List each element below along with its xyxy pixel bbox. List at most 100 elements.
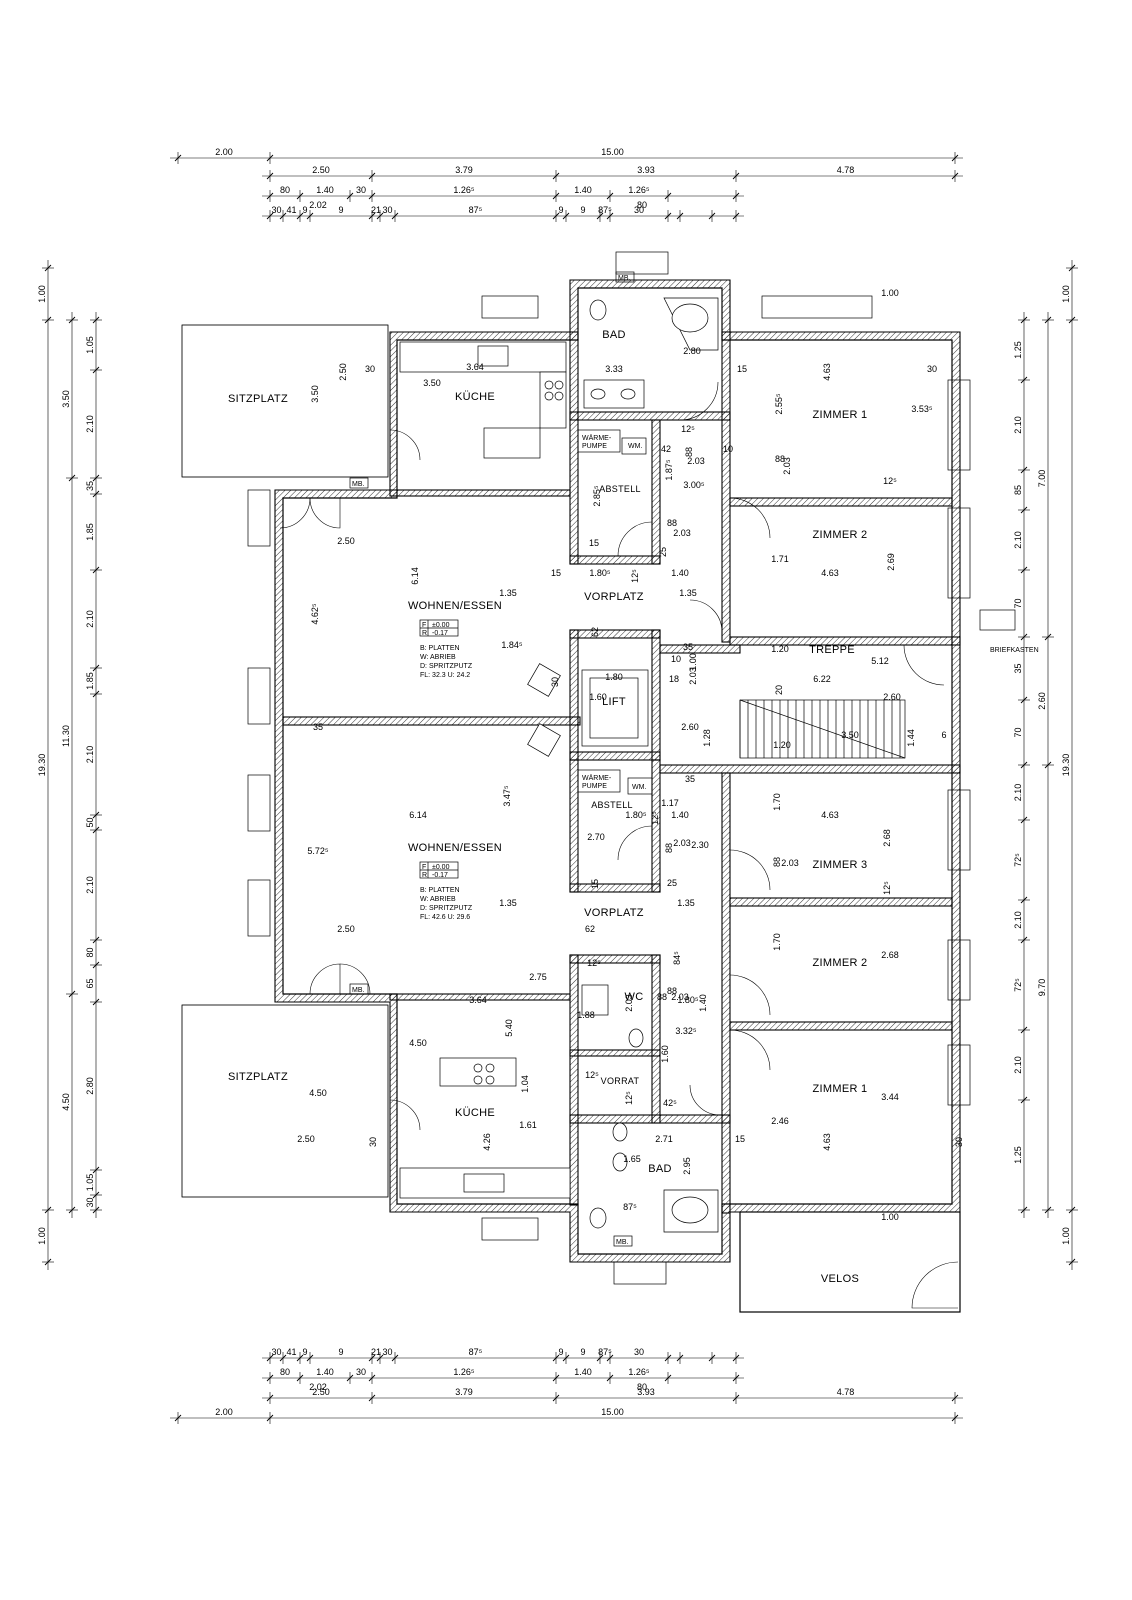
interior-dim: 1.40 — [671, 568, 689, 578]
interior-dim: 2.50 — [337, 536, 355, 546]
interior-dim: 2.50 — [297, 1134, 315, 1144]
top-dim-row3: 1.40 — [316, 185, 334, 195]
interior-dim: 1.88 — [577, 1010, 595, 1020]
interior-dim: 2.55⁵ — [774, 393, 784, 415]
interior-dim: 6.22 — [813, 674, 831, 684]
right-dim-inner: 85 — [1013, 485, 1023, 495]
interior-dim: 4.50 — [409, 1038, 427, 1048]
bottom-dim-row3: 30 — [356, 1367, 366, 1377]
interior-dim: 12⁵ — [650, 811, 660, 825]
interior-dim: 12⁵ — [630, 569, 640, 583]
left-dim-outer: 19.30 — [37, 754, 47, 777]
room-label-vorrat: VORRAT — [601, 1076, 640, 1086]
bottom-dim-row1: 2.00 — [215, 1407, 233, 1417]
interior-dim: 84⁵ — [672, 951, 682, 965]
interior-dim: 1.60 — [589, 692, 607, 702]
svg-text:-0.17: -0.17 — [432, 630, 448, 637]
interior-dim: 30 — [954, 1137, 964, 1147]
interior-dim: 2.46 — [771, 1116, 789, 1126]
interior-dim: 1.40 — [698, 994, 708, 1012]
interior-dim: 2.71 — [655, 1134, 673, 1144]
interior-dim: 4.63 — [821, 810, 839, 820]
interior-dim: 1.87⁵ — [664, 459, 674, 481]
interior-dim: 62 — [585, 924, 595, 934]
right-dim-inner: 72⁵ — [1013, 978, 1023, 992]
interior-dim: 4.50 — [309, 1088, 327, 1098]
bottom-dim-row4: 30 — [382, 1347, 392, 1357]
bottom-dim-row3: 1.26⁵ — [628, 1367, 650, 1377]
left-dim-inner: 2.80 — [85, 1077, 95, 1095]
interior-dim: 2.30 — [691, 840, 709, 850]
svg-text:W: ABRIEB: W: ABRIEB — [420, 654, 456, 661]
interior-dim: 1.80⁵ — [589, 568, 611, 578]
bottom-dim-row3: 1.40 — [316, 1367, 334, 1377]
room-label-vorplatz-bottom: VORPLATZ — [584, 907, 644, 919]
right-dim-inner: 2.10 — [1013, 1056, 1023, 1074]
interior-dim: 2.95 — [682, 1157, 692, 1175]
interior-dim: 5.40 — [504, 1019, 514, 1037]
right-dim-outer: 19.30 — [1061, 754, 1071, 777]
interior-dim: 88 — [667, 518, 677, 528]
right-dim-mid: 7.00 — [1037, 470, 1047, 488]
interior-dim: 2.69 — [886, 553, 896, 571]
left-dim-inner: 2.10 — [85, 746, 95, 764]
interior-dim: 88 — [772, 857, 782, 867]
top-dim-row3: 1.40 — [574, 185, 592, 195]
interior-dim: 62 — [590, 627, 600, 637]
left-dim-mid: 11.30 — [61, 725, 71, 747]
interior-dim: 88 — [664, 843, 674, 853]
interior-dim: 2.03 — [782, 457, 792, 475]
interior-dim: 1.35 — [677, 898, 695, 908]
interior-dim: 3.64 — [469, 995, 487, 1005]
svg-text:D: SPRITZPUTZ: D: SPRITZPUTZ — [420, 905, 473, 912]
top-dim-row3: 80 — [280, 185, 290, 195]
interior-dim: 2.60 — [883, 692, 901, 702]
right-dim-inner: 72⁵ — [1013, 853, 1023, 867]
stair — [739, 699, 906, 759]
interior-dim: 3.50 — [841, 730, 859, 740]
left-dim-inner: 30 — [85, 1197, 95, 1207]
interior-dim: 1.35 — [499, 588, 517, 598]
interior-dim: 4.63 — [822, 363, 832, 381]
right-dim-inner: 1.25 — [1013, 1146, 1023, 1164]
left-dim-inner: 1.85 — [85, 523, 95, 541]
interior-dim: 25 — [667, 878, 677, 888]
bottom-dim-row2: 3.79 — [455, 1387, 473, 1397]
svg-text:W: ABRIEB: W: ABRIEB — [420, 896, 456, 903]
interior-dim: 30 — [365, 364, 375, 374]
top-dim-row3: 1.26⁵ — [628, 185, 650, 195]
room-info-top: F ±0.00 R -0.17 B: PLATTEN W: ABRIEB D: … — [419, 619, 473, 679]
left-dim-inner: 65 — [85, 978, 95, 988]
svg-text:D: SPRITZPUTZ: D: SPRITZPUTZ — [420, 663, 473, 670]
interior-dim: 2.50 — [338, 363, 348, 381]
top-dim-row4: 87⁵ — [598, 205, 612, 215]
waermepumpe-top-line1: WÄRME- — [582, 434, 612, 442]
room-label-abstell-bottom: ABSTELL — [591, 800, 633, 810]
interior-dim: 6.14 — [409, 810, 427, 820]
interior-dim: 5.72⁵ — [307, 846, 329, 856]
interior-dim: 2.50 — [337, 924, 355, 934]
right-dim-mid: 2.60 — [1037, 692, 1047, 710]
interior-dim: 10 — [723, 444, 733, 454]
interior-dim: 2.03 — [688, 667, 698, 685]
top-dim-row3: 30 — [356, 185, 366, 195]
interior-dim: 12⁵ — [587, 958, 601, 968]
svg-text:F: F — [422, 622, 426, 629]
left-dim-outer: 1.00 — [37, 285, 47, 303]
wm-top: WM. — [628, 443, 642, 450]
interior-dim: 88 — [657, 992, 667, 1002]
interior-dim: 12⁵ — [585, 1070, 599, 1080]
interior-dim: 12⁵ — [681, 424, 695, 434]
interior-dim: 1.80⁵ — [677, 995, 699, 1005]
interior-dim: 2.03 — [624, 994, 634, 1012]
room-label-kueche-bottom: KÜCHE — [455, 1107, 495, 1119]
interior-dim: 1.35 — [499, 898, 517, 908]
top-dim-row1: 15.00 — [601, 147, 624, 157]
room-label-zimmer1-top: ZIMMER 1 — [813, 409, 868, 421]
room-label-velos: VELOS — [821, 1273, 859, 1285]
interior-dim: 1.40 — [671, 810, 689, 820]
interior-dim: 3.32⁵ — [675, 1026, 697, 1036]
left-dim-inner: 2.10 — [85, 876, 95, 894]
interior-dim: 30 — [927, 364, 937, 374]
interior-dim: 1.04 — [520, 1075, 530, 1093]
